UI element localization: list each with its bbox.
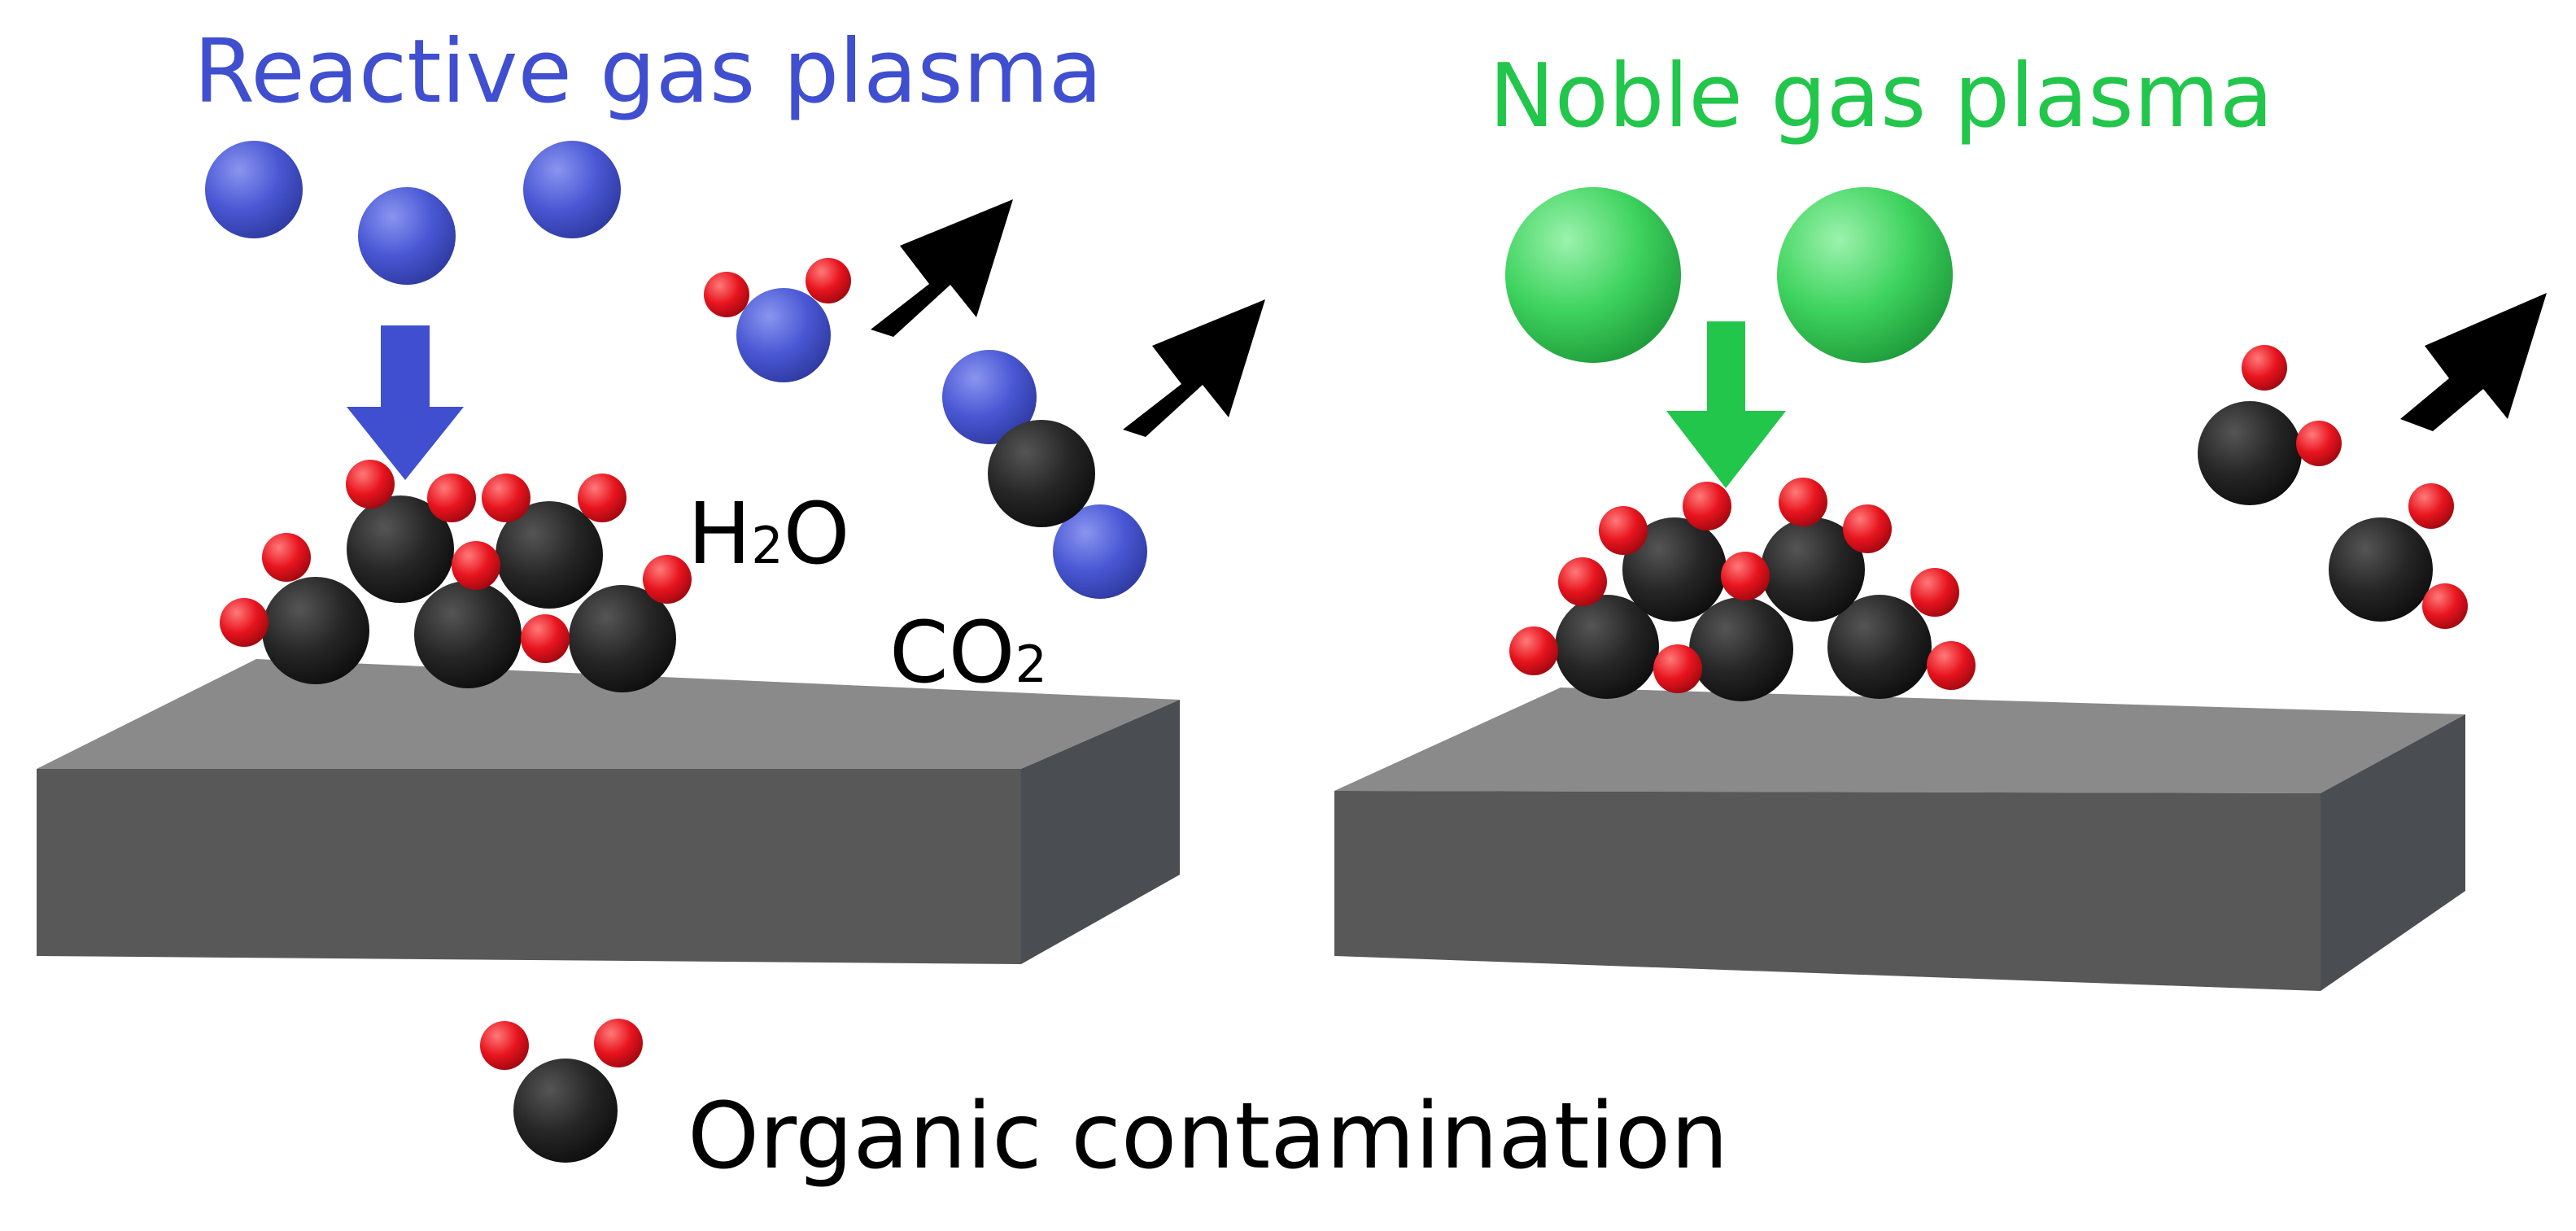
legend-molecule-icon [480, 1019, 643, 1163]
legend-label: Organic contamination [688, 1084, 1728, 1190]
released-molecule [2198, 345, 2342, 505]
legend: Organic contamination [480, 1019, 1728, 1190]
water-molecule [704, 258, 851, 382]
co2-label: CO2 [889, 603, 1047, 702]
reactive-title: Reactive gas plasma [194, 21, 1102, 123]
contamination-cluster-right [1509, 478, 1976, 701]
reactive-atom [523, 141, 621, 238]
diagonal-up-right-arrow-icon [871, 199, 1013, 337]
noble-atom [1505, 187, 1681, 363]
released-molecule [2329, 483, 2468, 629]
reactive-atom [358, 187, 456, 285]
left-panel-reactive: Reactive gas plasma [37, 21, 1265, 964]
noble-atom [1777, 187, 1953, 363]
diagonal-up-right-arrow-icon [1123, 299, 1265, 437]
diagonal-up-right-arrow-icon [2400, 293, 2547, 431]
contamination-cluster-left [220, 460, 692, 692]
substrate-left [37, 659, 1180, 964]
water-label: H2O [688, 484, 850, 583]
co2-molecule [942, 350, 1147, 599]
right-panel-noble: Noble gas plasma [1334, 46, 2547, 991]
down-arrow-icon [1666, 321, 1786, 488]
substrate-right [1334, 688, 2465, 991]
noble-title: Noble gas plasma [1489, 46, 2273, 147]
down-arrow-icon [347, 325, 464, 480]
reactive-atom [205, 141, 303, 238]
